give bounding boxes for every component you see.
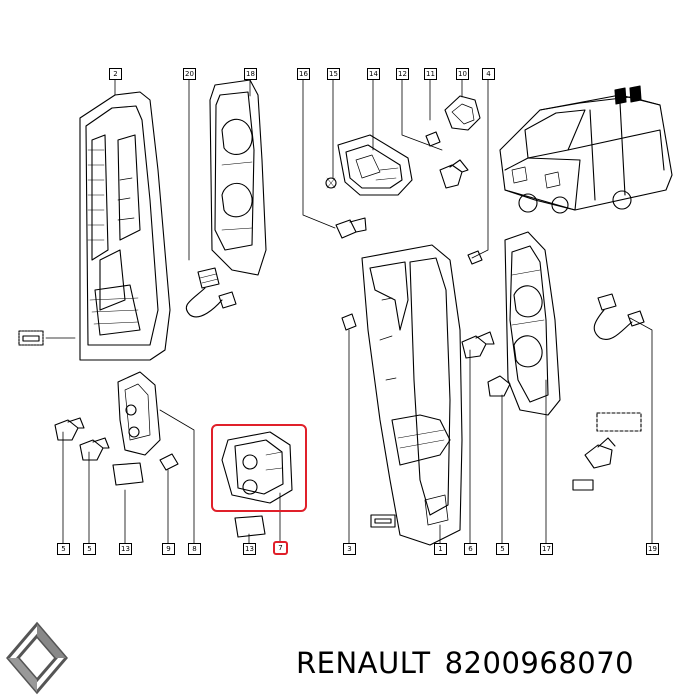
part-bulb-12 — [439, 159, 469, 189]
callout-label: 3 — [343, 543, 356, 555]
callout-label: 15 — [327, 68, 340, 80]
callout-label: 5 — [496, 543, 509, 555]
part-number: 8200968070 — [444, 646, 635, 680]
callout-label: 5 — [83, 543, 96, 555]
part-lamp-carrier-2 — [79, 91, 171, 361]
part-screw-4 — [467, 250, 483, 265]
callout-label: 1 — [434, 543, 447, 555]
part-plate-lamp-14 — [337, 134, 413, 196]
callout-label: 13 — [243, 543, 256, 555]
van-illustration — [499, 85, 673, 214]
part-clip-3 — [341, 313, 357, 331]
part-screw-9 — [159, 453, 179, 471]
callout-label: 18 — [244, 68, 257, 80]
part-harness-19 — [593, 293, 645, 340]
callout-label: 17 — [540, 543, 553, 555]
part-rear-pillar-1 — [361, 244, 463, 546]
callout-label: 19 — [646, 543, 659, 555]
brand-name: RENAULT — [296, 646, 431, 680]
part-bulb-5-left-a — [54, 417, 85, 441]
part-lamp-lens-18 — [209, 79, 267, 276]
highlight-frame — [211, 424, 307, 512]
callout-label: 13 — [119, 543, 132, 555]
part-bulb-5-right — [487, 375, 511, 397]
part-rear-lamp-17 — [504, 231, 561, 416]
part-bulb-holder-8 — [117, 371, 161, 456]
callout-label: 8 — [188, 543, 201, 555]
callout-label: 5 — [57, 543, 70, 555]
part-bulb-holder-7 — [221, 431, 293, 504]
part-bulb-5-left-b — [79, 437, 110, 461]
callout-label-highlighted: 7 — [273, 541, 288, 555]
part-marker-lamp-10 — [444, 95, 481, 131]
renault-logo-icon — [6, 621, 68, 695]
callout-label: 14 — [367, 68, 380, 80]
callout-label: 4 — [482, 68, 495, 80]
callout-label: 12 — [396, 68, 409, 80]
part-bulb-6 — [461, 331, 495, 359]
part-clip-box-left — [18, 330, 44, 346]
callout-label: 9 — [162, 543, 175, 555]
callout-label: 16 — [297, 68, 310, 80]
part-screw-11 — [425, 131, 441, 147]
callout-label: 11 — [424, 68, 437, 80]
leader-lines — [45, 79, 653, 544]
part-bulb-15 — [325, 177, 337, 189]
callout-label: 10 — [456, 68, 469, 80]
part-bulb-holder-19 — [572, 412, 642, 491]
part-gasket-13-mid — [234, 515, 266, 538]
part-clip-box-mid — [370, 514, 396, 528]
callout-label: 20 — [183, 68, 196, 80]
part-caption: RENAULT 8200968070 — [296, 646, 634, 680]
part-gasket-13-left — [112, 462, 144, 486]
callout-label: 2 — [109, 68, 122, 80]
part-bulb-16 — [335, 217, 367, 239]
callout-label: 6 — [464, 543, 477, 555]
part-harness-20 — [185, 267, 237, 318]
